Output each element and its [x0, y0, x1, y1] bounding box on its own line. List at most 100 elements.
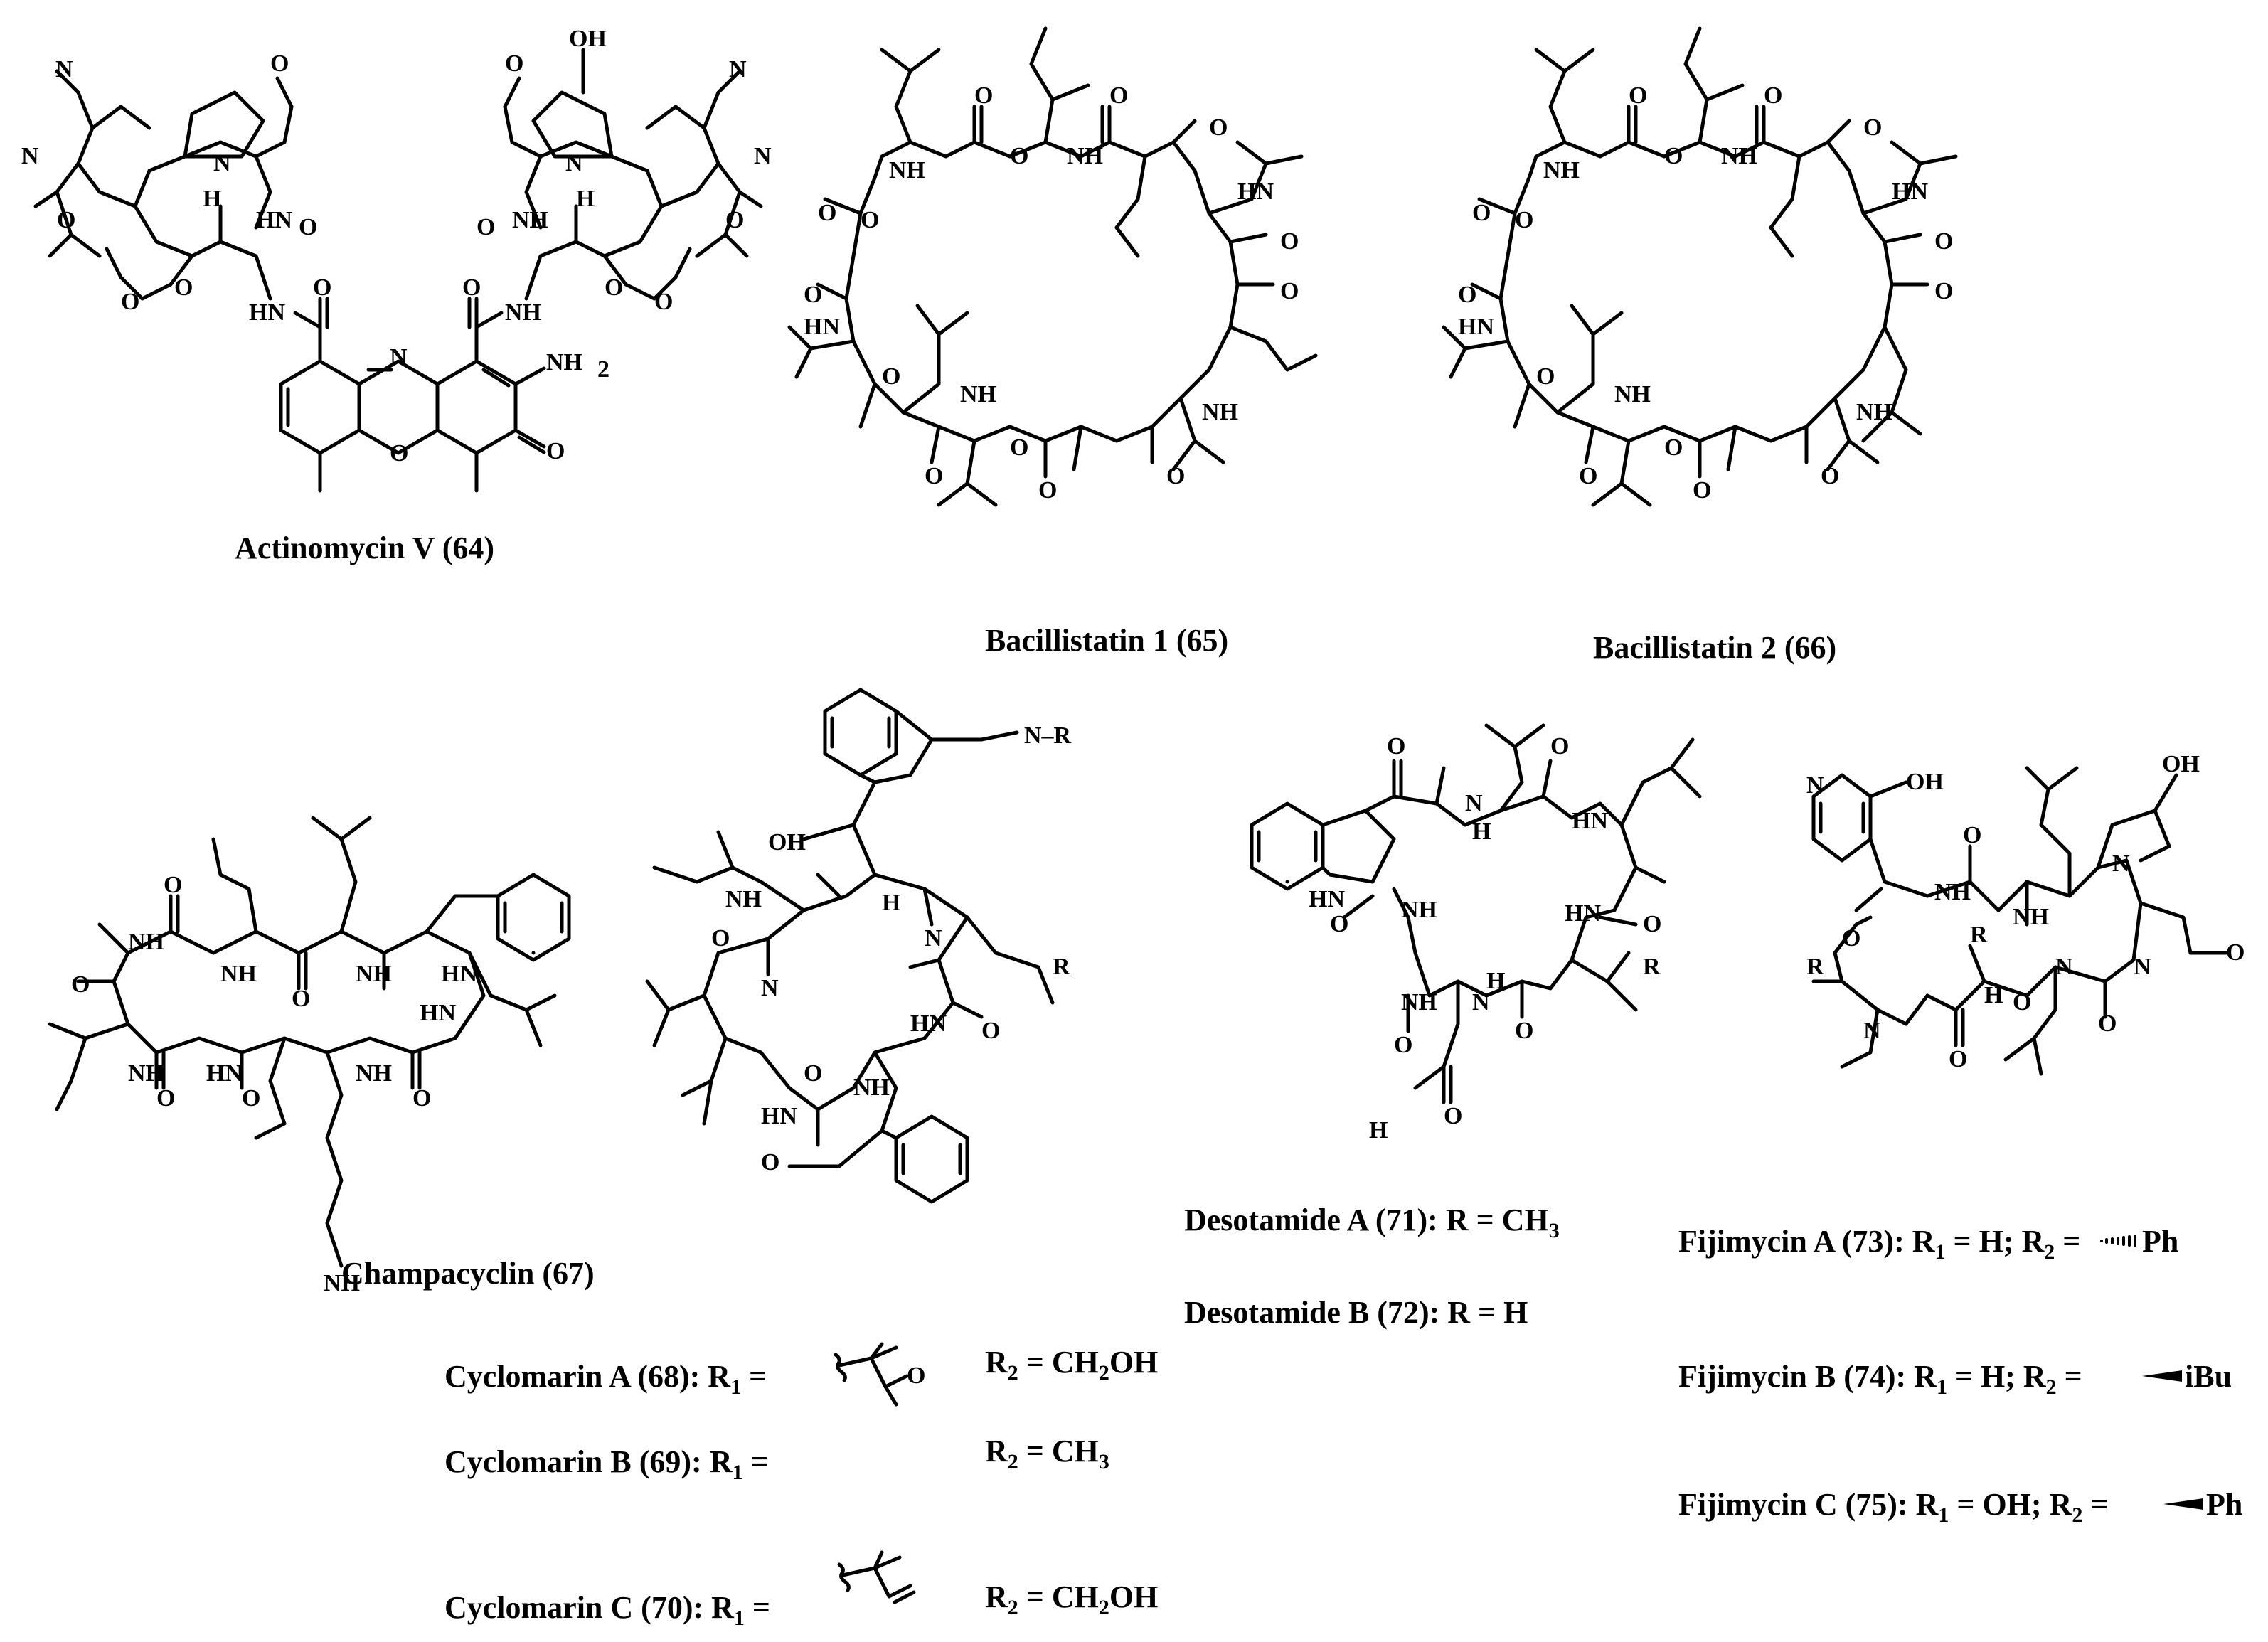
atom-label: O	[477, 214, 495, 240]
atom-label: O	[981, 1018, 1000, 1044]
fijimycin-c-group: Ph	[2206, 1487, 2243, 1522]
atom-label: O	[1166, 463, 1185, 489]
actinomycin-v-label: Actinomycin V (64)	[235, 531, 495, 565]
atom-label: NH	[889, 157, 925, 183]
atom-label: O	[804, 1060, 822, 1087]
actinomycin-v-structure: N O O NH 2 O O HN NH N N N O H HN O O O …	[21, 26, 772, 493]
atom-label: O	[412, 1085, 431, 1111]
fijimycin-b-group: iBu	[2185, 1359, 2232, 1394]
atom-label: N	[1465, 790, 1483, 816]
cyclomarin-c-r2: R2 = CH2OH	[985, 1579, 1159, 1619]
atom-label: O	[1934, 228, 1953, 255]
atom-label: O	[164, 872, 182, 898]
atom-label: NH	[1067, 143, 1103, 169]
atom-label: O	[2226, 939, 2245, 966]
atom-label: O	[1550, 733, 1569, 759]
atom-label: NH	[725, 886, 762, 912]
atom-label: NH	[1934, 879, 1971, 905]
bacillistatin-2-label: Bacillistatin 2 (66)	[1593, 630, 1837, 665]
atom-label: N	[1806, 772, 1824, 799]
cyclomarin-a-name: Cyclomarin A (68): R	[444, 1359, 731, 1394]
atom-label: NH	[2013, 904, 2049, 930]
atom-label: O	[505, 50, 523, 77]
atom-label: NH	[512, 207, 548, 233]
atom-label: O	[546, 438, 565, 464]
atom-label: O	[804, 282, 822, 308]
atom-label: O	[121, 289, 139, 315]
atom-label: N	[1863, 1018, 1881, 1044]
atom-label: O	[1764, 82, 1782, 109]
atom-label: O	[299, 214, 317, 240]
atom-label: N	[565, 150, 583, 176]
atom-label: O	[1643, 911, 1661, 937]
atom-label: O	[1010, 435, 1028, 461]
atom-label: HN	[1572, 808, 1608, 834]
atom-label: HN	[249, 299, 285, 326]
atom-label: N	[729, 56, 747, 82]
atom-label: O	[2013, 989, 2031, 1015]
atom-label: H	[1486, 968, 1505, 994]
cyclomarin-c-r1-substituent	[837, 1550, 916, 1604]
atom-label: NH	[546, 349, 582, 375]
atom-label: O	[1038, 477, 1057, 503]
desotamide-a-label: Desotamide A (71): R = CH3	[1184, 1203, 1560, 1242]
atom-label: O	[1536, 363, 1555, 390]
atom-label: O	[1863, 114, 1882, 141]
atom-label: O	[1842, 925, 1860, 951]
atom-label: NH	[505, 299, 541, 326]
atom-label: O	[1444, 1103, 1462, 1129]
atom-label: HN	[1458, 314, 1494, 340]
atom-label: O	[1963, 822, 1981, 848]
atom-label: N	[761, 975, 779, 1001]
atom-label: NH	[128, 929, 164, 955]
atom-label: O	[907, 1363, 925, 1389]
atom-label: O	[654, 289, 673, 315]
atom-label: HN	[256, 207, 292, 233]
bacillistatin-1-label: Bacillistatin 1 (65)	[985, 623, 1229, 658]
atom-label: O	[270, 50, 289, 77]
atom-label: O	[925, 463, 943, 489]
atom-label: N	[2112, 851, 2130, 877]
atom-label: NH	[324, 1270, 360, 1296]
champacyclin-structure: O NH O NH HN HN O NH O O HN NH O NH NH	[48, 816, 571, 1296]
cyclomarin-structure: OH N–R H N R HN O NH HN O O N NH O	[645, 688, 1072, 1204]
atom-label: H	[1472, 819, 1491, 845]
atom-label: OH	[1906, 769, 1944, 795]
atom-label: HN	[1237, 178, 1274, 205]
atom-label: NH	[853, 1075, 890, 1101]
atom-label: O	[1387, 733, 1405, 759]
atom-label: H	[576, 186, 595, 212]
cyclomarin-c-label: Cyclomarin C (70): R1 =	[444, 1590, 770, 1630]
atom-label: N	[21, 143, 39, 169]
atom-label: H	[203, 186, 221, 212]
atom-label: O	[57, 207, 75, 233]
atom-label: O	[2098, 1011, 2117, 1037]
atom-label: NH	[356, 961, 392, 987]
fijimycin-c-label: Fijimycin C (75): R1 = OH; R2 =	[1678, 1487, 2109, 1527]
atom-label: O	[1515, 207, 1533, 233]
atom-label: N	[390, 344, 408, 370]
atom-label: O	[725, 207, 744, 233]
atom-label: O	[462, 274, 481, 301]
bacillistatin-2-structure: O O O NH O O HN O O NH O O O NH O HN O O…	[1442, 26, 1958, 507]
hashed-wedge-icon	[2100, 1235, 2136, 1247]
bacillistatin-1-structure: O O O NH O O HN O O NH O O O NH O HN O O…	[787, 26, 1318, 507]
atom-label: NH	[1202, 399, 1238, 425]
atom-label: NH	[1401, 897, 1437, 923]
cyclomarin-b-r2: R2 = CH3	[985, 1434, 1109, 1473]
atom-label: O	[1934, 278, 1953, 304]
atom-label: N	[1472, 989, 1490, 1015]
atom-label: O	[761, 1149, 779, 1175]
atom-label: NH	[960, 381, 996, 407]
atom-label: O	[71, 971, 90, 998]
fijimycin-b-label: Fijimycin B (74): R1 = H; R2 =	[1678, 1359, 2082, 1399]
atom-label: R	[1643, 954, 1661, 980]
desotamide-structure: HN O N H O HN HN O R O H N NH O NH O H O	[1250, 723, 1702, 1143]
champacyclin-label: Champacyclin (67)	[341, 1256, 595, 1291]
atom-label: H	[1984, 982, 2003, 1008]
atom-label: O	[1209, 114, 1228, 141]
atom-label: O	[390, 440, 408, 467]
atom-label: O	[292, 986, 310, 1012]
atom-label: HN	[1892, 178, 1928, 205]
atom-label: HN	[804, 314, 840, 340]
